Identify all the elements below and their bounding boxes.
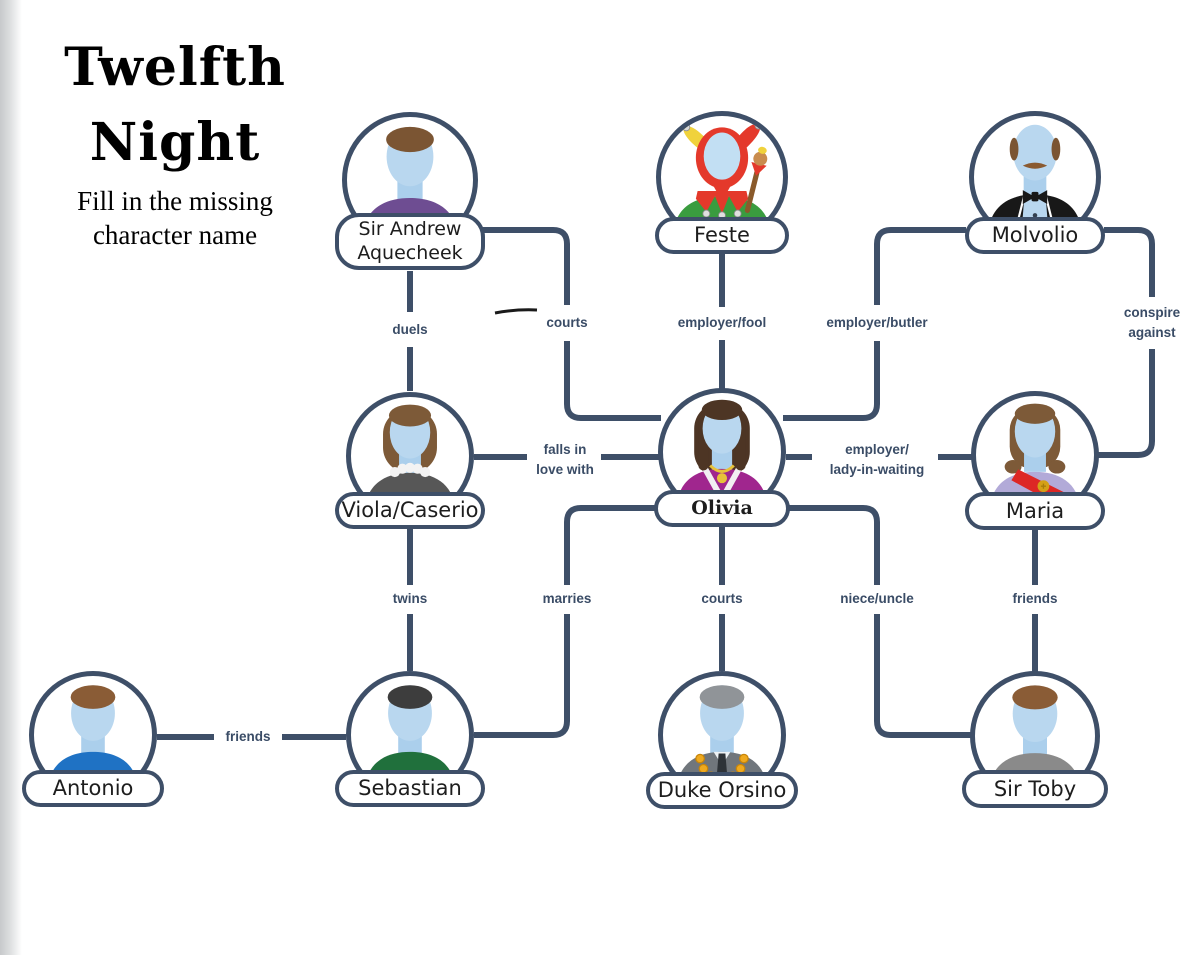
title-block: Twelfth Night Fill in the missing charac… — [30, 30, 320, 252]
name-label-sebastian[interactable]: Sebastian — [335, 770, 485, 807]
name-label-malvolio[interactable]: Molvolio — [965, 217, 1105, 254]
rel-label-conspire-against: conspire against — [1120, 302, 1184, 344]
page-edge-shadow — [0, 0, 22, 955]
rel-label-friends-left: friends — [222, 726, 274, 748]
rel-label-employer-fool: employer/fool — [674, 312, 770, 334]
rel-label-duels: duels — [389, 319, 431, 341]
name-label-feste[interactable]: Feste — [655, 217, 789, 254]
name-label-sir-andrew[interactable]: Sir Andrew Aquecheek — [335, 213, 485, 270]
line-conspire-against — [1098, 227, 1155, 458]
rel-label-employer-butler: employer/butler — [823, 312, 931, 334]
name-label-olivia[interactable]: Olivia — [654, 490, 790, 527]
rel-label-niece-uncle: niece/uncle — [837, 588, 917, 610]
rel-label-courts-upper: courts — [543, 312, 591, 334]
name-label-sir-toby[interactable]: Sir Toby — [962, 770, 1108, 808]
rel-label-falls-in-love: falls in love with — [533, 439, 597, 481]
line-niece-uncle — [789, 505, 971, 738]
line-employer-butler — [783, 227, 966, 421]
line-marries — [474, 505, 656, 738]
page-title: Twelfth Night — [64, 37, 286, 174]
rel-label-twins: twins — [389, 588, 431, 610]
name-label-antonio[interactable]: Antonio — [22, 770, 164, 807]
rel-label-marries: marries — [539, 588, 595, 610]
rel-label-courts-lower: courts — [698, 588, 746, 610]
rel-label-friends-right: friends — [1009, 588, 1061, 610]
rel-label-employer-lady: employer/ lady-in-waiting — [826, 439, 928, 481]
name-label-duke-orsino[interactable]: Duke Orsino — [646, 772, 798, 809]
blank-underline — [494, 308, 538, 315]
name-label-maria[interactable]: Maria — [965, 492, 1105, 530]
page-subtitle: Fill in the missing character name — [77, 185, 273, 250]
line-courts-andrew-olivia — [470, 227, 661, 421]
name-label-viola[interactable]: Viola/Caserio — [335, 492, 485, 529]
